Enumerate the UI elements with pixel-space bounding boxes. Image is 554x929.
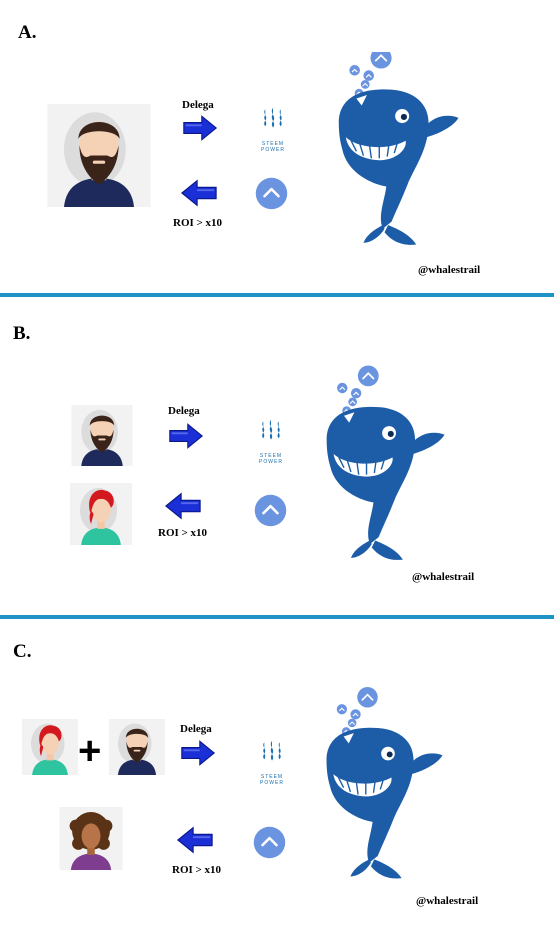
roi-label: ROI > x10: [172, 864, 222, 876]
right-arrow-icon: [168, 422, 204, 450]
steem-logo-line: POWER: [260, 780, 284, 786]
bearded-man-avatar: [43, 104, 155, 207]
roi-label: ROI > x10: [173, 217, 223, 229]
red-hair-woman-avatar: [22, 719, 78, 775]
upvote-icon[interactable]: [252, 825, 287, 860]
whalestrail-handle: @whalestrail: [416, 895, 479, 907]
steem-power-logo: STEEM POWER: [256, 108, 290, 153]
whale-mascot: [318, 361, 448, 571]
bearded-man-avatar: [108, 719, 166, 775]
steem-logo-line: POWER: [261, 147, 285, 153]
steem-power-logo: STEEM POWER: [255, 741, 289, 786]
right-arrow-icon: [182, 114, 218, 142]
steem-logo-line: STEEM: [261, 141, 285, 147]
steem-logo-line: STEEM: [259, 453, 283, 459]
left-arrow-icon: [164, 491, 202, 521]
steem-logo-line: POWER: [259, 459, 283, 465]
panel-a: A. Delega ROI > x10 STEEM POWER @whalest…: [0, 0, 554, 296]
right-arrow-icon: [180, 739, 216, 767]
whale-mascot: [330, 52, 462, 247]
red-hair-woman-avatar: [69, 483, 133, 545]
curly-hair-woman-avatar: [58, 807, 124, 870]
panel-letter: A.: [18, 22, 37, 43]
delegate-label: Delega: [180, 723, 212, 735]
whale-mascot: [318, 679, 446, 893]
whalestrail-handle: @whalestrail: [418, 264, 481, 276]
left-arrow-icon: [180, 178, 218, 208]
panel-b: B. Delega ROI > x10 STEEM POWER @whalest…: [0, 297, 554, 615]
upvote-icon[interactable]: [253, 493, 288, 528]
whalestrail-handle: @whalestrail: [412, 571, 475, 583]
steem-power-logo: STEEM POWER: [254, 420, 288, 465]
left-arrow-icon: [176, 825, 214, 855]
section-divider: [0, 293, 554, 297]
upvote-icon[interactable]: [254, 176, 289, 211]
section-divider: [0, 615, 554, 619]
panel-letter: B.: [13, 323, 31, 344]
panel-c: C. + Delega ROI > x10 STEEM POWER @whale…: [0, 619, 554, 929]
roi-label: ROI > x10: [158, 527, 208, 539]
steem-logo-line: STEEM: [260, 774, 284, 780]
plus-sign: +: [78, 729, 102, 773]
delegate-label: Delega: [168, 405, 200, 417]
panel-letter: C.: [13, 641, 32, 662]
bearded-man-avatar: [70, 405, 134, 466]
delegate-label: Delega: [182, 99, 214, 111]
